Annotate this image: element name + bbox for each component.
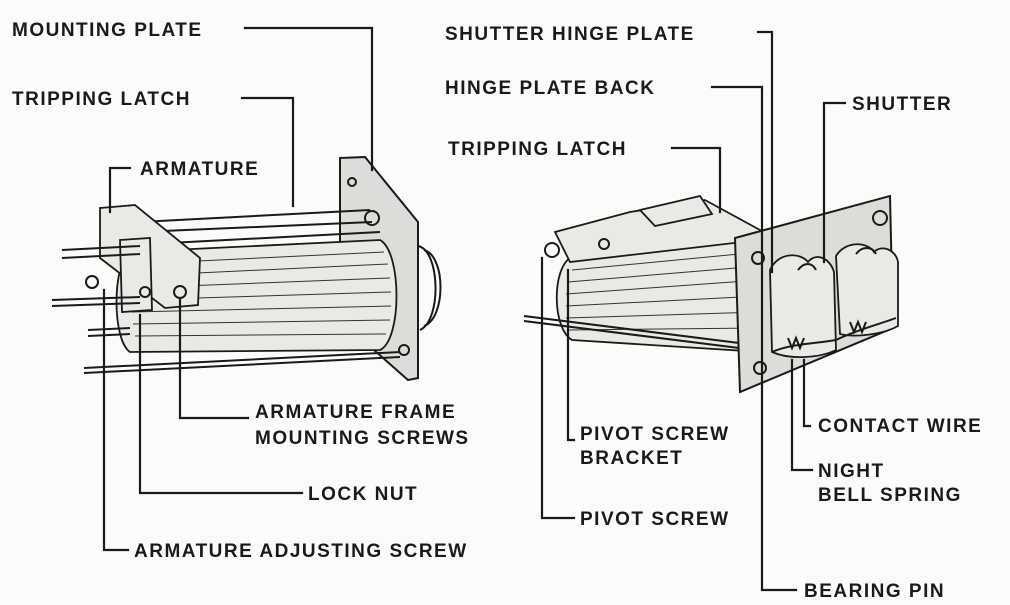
right-tripping-latch [638,194,714,227]
right-plate-hole [751,251,765,265]
left-rod [61,245,141,259]
right-shutter-hinge-plate [797,247,877,271]
leader-lock-nut [138,313,304,495]
left-drop-assembly [51,155,442,382]
label-mounting-plate: MOUNTING PLATE [12,20,203,41]
leader-tripping-latch-right [670,146,722,214]
right-plate-hole [872,210,888,226]
leader-armature-adjusting-screw [102,288,130,552]
label-bearing-pin: BEARING PIN [804,581,945,602]
leader-armature-frame [178,298,250,420]
leader-shutter [822,101,847,264]
leader-mounting-plate [243,26,374,172]
left-rod [87,327,131,337]
leader-shutter-hinge-plate [756,30,774,274]
leader-tripping-latch-left [240,96,295,208]
left-plate-hole [347,177,357,187]
label-night-bell-spring-line1: NIGHT [818,461,885,482]
label-armature: ARMATURE [140,159,259,180]
label-hinge-plate-back: HINGE PLATE BACK [445,78,655,99]
left-rear-clip [423,249,442,327]
left-rod [51,296,141,307]
right-contact-wire [771,317,897,353]
right-long-rod [523,315,756,351]
label-shutter-hinge-plate: SHUTTER HINGE PLATE [445,24,695,45]
right-drop-assembly [523,194,899,394]
callout-labels: MOUNTING PLATE TRIPPING LATCH ARMATURE A… [12,20,982,602]
label-pivot-screw: PIVOT SCREW [580,509,730,530]
left-top-rods [139,209,381,245]
leader-contact-wire [802,358,812,428]
right-pivot-screw [544,242,560,258]
leader-pivot-screw [540,256,576,520]
label-contact-wire: CONTACT WIRE [818,416,982,437]
right-night-bell-spring [787,319,867,351]
label-armature-frame-line1: ARMATURE FRAME [255,402,456,423]
right-frame-screw [598,238,610,250]
right-plate-hole [753,361,767,375]
right-shutter [769,254,837,358]
label-tripping-latch-left: TRIPPING LATCH [12,89,191,110]
leader-bearing-pin [710,85,798,592]
left-adjust-screw-head [139,286,151,298]
label-armature-adjusting-screw: ARMATURE ADJUSTING SCREW [134,541,468,562]
label-tripping-latch-right: TRIPPING LATCH [448,139,627,160]
left-lock-nut [85,275,99,289]
leader-night-bell-spring [790,358,814,472]
left-plate-hole [398,344,410,356]
leader-pivot-screw-bracket [566,268,576,442]
left-long-rod [83,351,401,374]
right-shutter [835,243,899,337]
leader-lines [102,26,847,592]
left-armature [119,237,153,313]
label-lock-nut: LOCK NUT [308,484,418,505]
label-night-bell-spring-line2: BELL SPRING [818,485,962,506]
left-frame-screw [173,285,187,299]
left-plate-hole [364,210,380,226]
leader-armature [108,166,132,214]
label-shutter: SHUTTER [852,94,952,115]
label-pivot-screw-bracket-line1: PIVOT SCREW [580,424,730,445]
label-pivot-screw-bracket-line2: BRACKET [580,448,683,469]
label-armature-frame-line2: MOUNTING SCREWS [255,428,470,449]
